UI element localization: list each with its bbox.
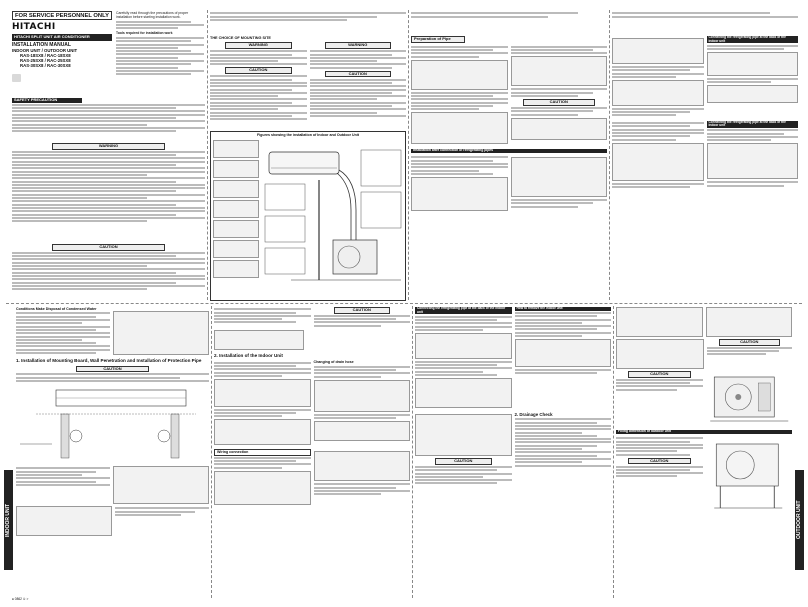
pipe-prep-figure-1 — [411, 59, 508, 90]
caution-header-10: CAUTION — [628, 457, 691, 465]
caution-header-6: CAUTION — [333, 307, 390, 314]
connect-figure-5 — [612, 142, 704, 181]
wiring-title: Wiring connection — [214, 449, 311, 456]
indoor-unit-sidebar: INDOOR UNIT — [4, 470, 13, 570]
connect-back-header-2: Connecting the refrigerating pipe at the… — [415, 306, 512, 315]
conditions-section: Conditions Make Disposal of Condensed Wa… — [16, 307, 209, 597]
connect-figure-2 — [612, 79, 704, 106]
col2-top-note — [210, 11, 406, 33]
connect-figure-4 — [706, 85, 798, 104]
warning-block: WARNING — [12, 143, 205, 243]
conditions-figure — [113, 311, 209, 356]
pipe-after-figure-2 — [510, 157, 607, 198]
product-line1: HITACHI SPLIT UNIT AIR CONDITIONER — [12, 34, 112, 41]
model-1: RAS-18SX8 / RAC-18SX8 — [20, 53, 71, 59]
section1-title: 1. Installation of Mounting Board, Wall … — [16, 358, 202, 364]
section2-title: 2. Installation of the Indoor Unit — [214, 353, 283, 359]
caution-header-8: CAUTION — [718, 339, 780, 346]
warning-header-3: WARNING — [324, 42, 391, 49]
connect-back-header: Connecting the refrigerating pipe at the… — [706, 35, 798, 44]
indoor-unit-figure-top — [214, 330, 304, 351]
protection-pipe-figure — [16, 506, 112, 537]
caution-header-5: CAUTION — [76, 365, 149, 373]
pipe-after-figure-1 — [411, 176, 508, 211]
caution-block-left: CAUTION — [12, 244, 205, 303]
safety-header: SAFETY PRECAUTION — [12, 97, 82, 103]
model-3: RAS-30SX8 / RAC-30SX8 — [20, 63, 71, 69]
intro-line: Carefully read through the precautions o… — [116, 11, 189, 20]
outdoor-fix-header: Fixing dimension of outdoor unit — [616, 429, 792, 434]
drain-cap-figure — [313, 420, 410, 441]
drain-hose-title: Changing of drain hose — [313, 360, 354, 365]
indoor-side-figure — [214, 419, 311, 446]
connect-figure-3 — [706, 51, 798, 76]
indoor-outdoor-diagram — [264, 149, 402, 281]
install-figures-panel: Figures showing the installation of Indo… — [210, 131, 406, 301]
outdoor-section: CAUTION CAUTION Fixing dimension of outd… — [616, 307, 792, 597]
title-block: HITACHI SPLIT UNIT AIR CONDITIONER INSTA… — [12, 34, 112, 97]
product-line3: INDOOR UNIT / OUTDOOR UNIT — [12, 48, 78, 54]
pipe-prep-figure-3 — [510, 56, 607, 87]
caution-header-2: CAUTION — [225, 67, 292, 75]
pipe-prep-header: Preparation of Pipe — [411, 36, 465, 43]
pipe-prep-section: Preparation of Pipe CAUTION Installation… — [411, 36, 607, 301]
warning-header: WARNING — [52, 143, 165, 150]
wall-hole-figure — [113, 466, 209, 505]
caution-header-7: CAUTION — [435, 458, 492, 465]
model-2: RAS-25SX8 / RAC-25SX8 — [20, 58, 71, 64]
caution-header-9: CAUTION — [628, 371, 691, 378]
figures-title: Figures showing the installation of Indo… — [256, 133, 360, 137]
outdoor-unit-sidebar: OUTDOOR UNIT — [795, 470, 804, 570]
pipe-back-figure — [415, 332, 512, 359]
indoor-front-figure — [214, 378, 311, 407]
pipe-prep-figure-4 — [510, 117, 607, 140]
service-banner: FOR SERVICE PERSONNEL ONLY — [12, 11, 112, 20]
removal-section: Connecting the refrigerating pipe at the… — [415, 306, 611, 597]
safety-section: SAFETY PRECAUTION — [12, 97, 205, 142]
outdoor-unit-illustration — [709, 376, 788, 422]
warning-header-2: WARNING — [225, 42, 292, 49]
drain-pipe-figure — [415, 414, 512, 457]
connect-left-header: Connecting the refrigerating pipe at the… — [706, 120, 798, 129]
install-after-header: Installation after connection of refrige… — [411, 148, 607, 154]
drainage-title: 2. Drainage Check — [514, 412, 553, 418]
removal-figure — [514, 339, 611, 368]
connect-section: Connecting the refrigerating pipe at the… — [612, 35, 798, 301]
connect-figure-6 — [706, 143, 798, 180]
caution-header-4: CAUTION — [522, 99, 595, 106]
outdoor-pipe-figure-3 — [616, 339, 704, 369]
mounting-site-section: THE CHOICE OF MOUNTING SITE WARNING CAUT… — [210, 36, 406, 128]
drain-hose-figure — [313, 379, 410, 412]
footer-code: ● 0862 ① > — [12, 597, 29, 601]
brand-logo: HITACHI — [12, 22, 56, 32]
model-badge-icon — [12, 74, 21, 82]
tools-required: Tools required for installation work — [116, 31, 173, 36]
connect-figure-1 — [612, 38, 704, 64]
outdoor-pipe-figure-1 — [616, 307, 703, 337]
removal-header: How to remove the indoor unit — [514, 306, 611, 311]
product-line2: INSTALLATION MANUAL — [12, 41, 71, 48]
mounting-board-diagram — [20, 389, 196, 459]
col4-top-note — [612, 11, 798, 33]
pipe-prep-figure-2 — [411, 112, 508, 145]
mounting-site-title: THE CHOICE OF MOUNTING SITE — [210, 36, 271, 40]
indoor-install-section: CAUTION 2. Installation of the Indoor Un… — [214, 307, 410, 597]
col3-top-note — [411, 11, 607, 33]
caution-header-3: CAUTION — [324, 70, 391, 78]
hook-figure — [313, 451, 410, 482]
outdoor-pipe-figure-2 — [705, 307, 792, 337]
caution-header: CAUTION — [52, 244, 165, 251]
outdoor-stand-figure — [713, 443, 782, 509]
wiring-figure — [214, 470, 311, 505]
pipe-wrap-figure — [415, 378, 512, 409]
intro-text: Carefully read through the precautions o… — [116, 11, 204, 97]
conditions-title: Conditions Make Disposal of Condensed Wa… — [16, 307, 97, 311]
